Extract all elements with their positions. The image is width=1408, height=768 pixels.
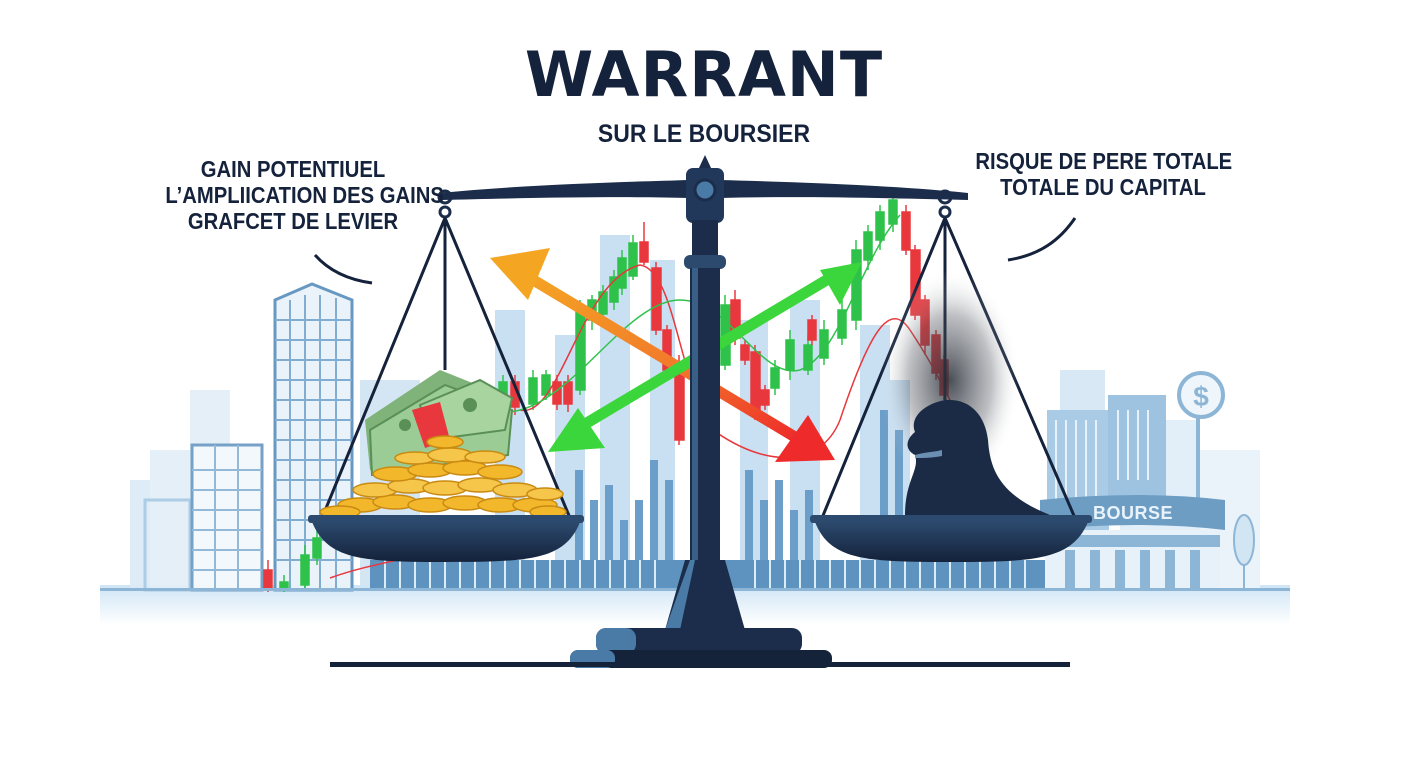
gold-coins [319, 435, 567, 519]
gain-caption-line-2: L’AMPLIICATION DES GAINS [165, 182, 444, 208]
trend-arrows [490, 248, 862, 462]
left-pan [308, 515, 584, 562]
right-skyline: $ [1040, 370, 1260, 590]
office-building-right [1108, 395, 1166, 515]
gain-caption-line-1: GAIN POTENTIUEL [200, 156, 386, 182]
risk-caption: RISQUE DE PERE TOTALE TOTALE DU CAPITAL [958, 148, 1248, 200]
green-arrow-head-up [820, 262, 862, 305]
orange-red-arrow-shaft [517, 267, 803, 445]
red-arrow-head [775, 415, 835, 462]
bourse-sign: BOURSE [1093, 503, 1174, 523]
left-callout-tail [313, 254, 373, 285]
money-stack [319, 370, 567, 519]
loss-silhouette [880, 270, 1050, 515]
dollar-sign-tower: $ [1177, 371, 1225, 500]
balance-scale [320, 155, 1070, 668]
tree [1233, 514, 1255, 566]
mid-building [190, 443, 264, 592]
foreground-bars [575, 410, 903, 590]
risk-caption-line-2: TOTALE DU CAPITAL [1000, 174, 1206, 200]
gain-caption-line-3: GRAFCET DE LEVIER [187, 208, 399, 234]
dollar-icon: $ [1193, 381, 1209, 412]
risk-caption-line-1: RISQUE DE PERE TOTALE [975, 148, 1233, 174]
page-title: WARRANT [524, 38, 884, 111]
orange-arrow-head [490, 248, 550, 300]
right-callout-tail [1007, 217, 1077, 262]
right-pan [810, 515, 1092, 562]
gain-caption: GAIN POTENTIUEL L’AMPLIICATION DES GAINS… [148, 156, 444, 234]
green-arrow-head-down [548, 408, 605, 452]
page-subtitle: SUR LE BOURSIER [597, 120, 811, 148]
